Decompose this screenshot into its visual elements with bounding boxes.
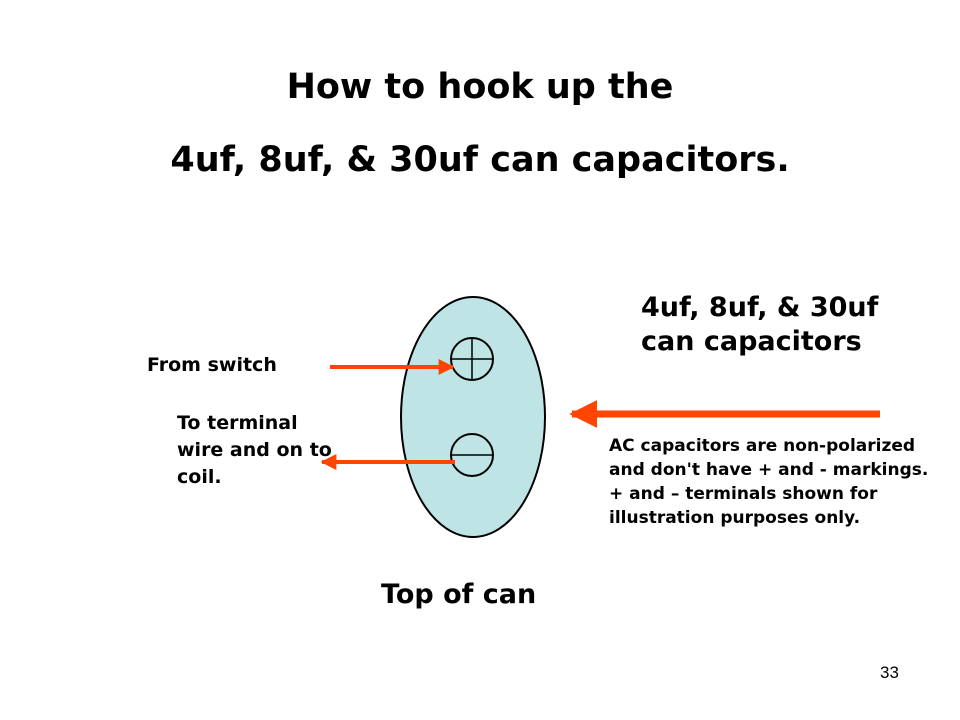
from-switch-label: From switch (147, 354, 277, 376)
capacitors-label: 4uf, 8uf, & 30uf can capacitors (641, 292, 879, 357)
title-line-2: 4uf, 8uf, & 30uf can capacitors. (170, 140, 790, 180)
plus-terminal-icon (450, 337, 494, 381)
ac-capacitor-note: AC capacitors are non-polarized and don'… (609, 436, 929, 528)
capacitor-can-top (400, 296, 546, 538)
page-number: 33 (880, 663, 899, 682)
top-of-can-caption: Top of can (381, 579, 537, 610)
minus-terminal-icon (450, 433, 494, 477)
to-terminal-label: To terminal wire and on to coil. (177, 412, 332, 488)
title-line-1: How to hook up the (286, 67, 674, 107)
